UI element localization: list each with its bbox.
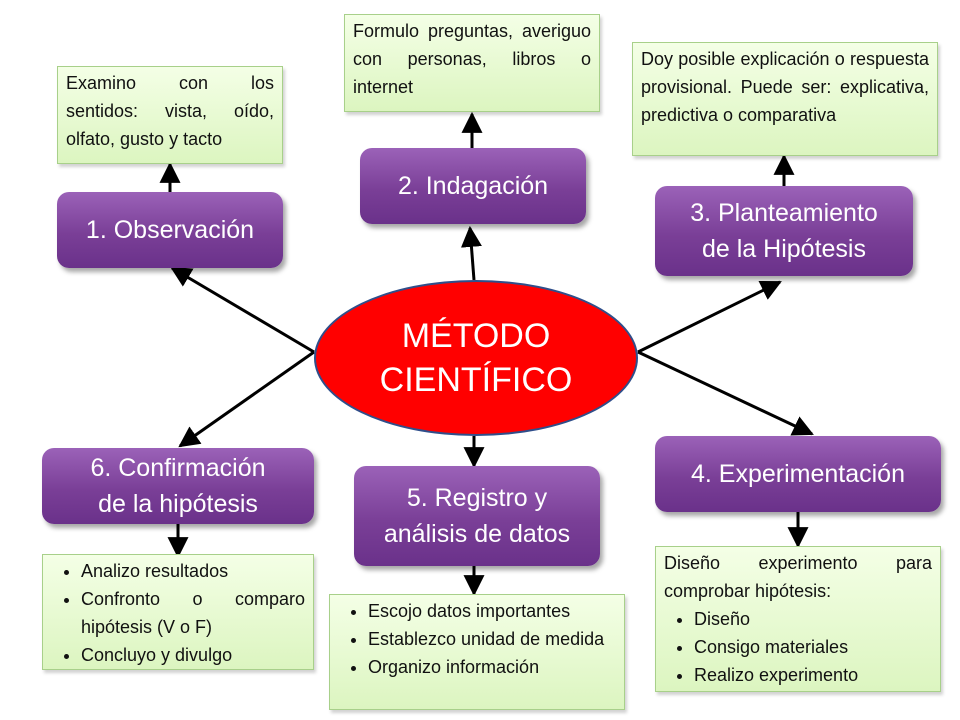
list-item: Diseño <box>694 605 932 633</box>
note-confirmacion: Analizo resultados Confronto o comparo h… <box>42 554 314 670</box>
list-item: Establezco unidad de medida <box>368 625 616 653</box>
note-experimentacion-list: Diseño Consigo materiales Realizo experi… <box>664 605 932 689</box>
note-registro-list: Escojo datos importantes Establezco unid… <box>338 597 616 681</box>
step-indagacion: 2. Indagación <box>360 148 586 224</box>
note-indagacion-text: Formulo preguntas, averiguo con personas… <box>353 21 591 97</box>
list-item: Escojo datos importantes <box>368 597 616 625</box>
note-registro: Escojo datos importantes Establezco unid… <box>329 594 625 710</box>
note-indagacion: Formulo preguntas, averiguo con personas… <box>344 14 600 112</box>
list-item: Realizo experimento <box>694 661 932 689</box>
list-item: Confronto o comparo hipótesis (V o F) <box>81 585 305 641</box>
list-item: Consigo materiales <box>694 633 932 661</box>
list-item: Organizo información <box>368 653 616 681</box>
step-hipotesis-label-line1: 3. Planteamiento <box>690 199 878 227</box>
arrow-to-experimentacion <box>637 350 814 436</box>
note-hipotesis-text: Doy posible explicación o respuesta prov… <box>641 49 929 125</box>
note-observacion: Examino con los sentidos: vista, oído, o… <box>57 66 283 164</box>
note-confirmacion-list: Analizo resultados Confronto o comparo h… <box>51 557 305 669</box>
step-observacion-label: 1. Observación <box>85 216 255 244</box>
note-experimentacion: Diseño experimento para comprobar hipóte… <box>655 546 941 692</box>
list-item: Concluyo y divulgo <box>81 641 305 669</box>
step-registro-label-line2: análisis de datos <box>383 520 571 548</box>
step-confirmacion-hipotesis: 6. Confirmación de la hipótesis <box>42 448 314 524</box>
arrow-to-observacion <box>170 266 315 354</box>
list-item: Analizo resultados <box>81 557 305 585</box>
step-observacion: 1. Observación <box>57 192 283 268</box>
step-registro-analisis: 5. Registro y análisis de datos <box>354 466 600 566</box>
center-title-line2: CIENTÍFICO <box>379 361 573 399</box>
note-experimentacion-intro: Diseño experimento para comprobar hipóte… <box>664 553 932 601</box>
note-hipotesis: Doy posible explicación o respuesta prov… <box>632 42 938 156</box>
step-experimentacion: 4. Experimentación <box>655 436 941 512</box>
arrow-to-confirmacion <box>178 350 315 448</box>
center-metodo-cientifico: MÉTODO CIENTÍFICO <box>314 280 638 436</box>
arrow-to-indagacion <box>460 225 482 281</box>
center-title-line1: MÉTODO <box>401 317 551 355</box>
step-hipotesis-label-line2: de la Hipótesis <box>702 235 866 263</box>
step-confirmacion-label-line2: de la hipótesis <box>98 490 258 518</box>
step-registro-label-line1: 5. Registro y <box>406 484 548 512</box>
step-confirmacion-label-line1: 6. Confirmación <box>90 454 266 482</box>
step-planteamiento-hipotesis: 3. Planteamiento de la Hipótesis <box>655 186 913 276</box>
step-indagacion-label: 2. Indagación <box>397 172 549 200</box>
note-observacion-text: Examino con los sentidos: vista, oído, o… <box>66 73 274 149</box>
step-experimentacion-label: 4. Experimentación <box>690 460 905 488</box>
arrow-to-hipotesis <box>637 280 782 354</box>
